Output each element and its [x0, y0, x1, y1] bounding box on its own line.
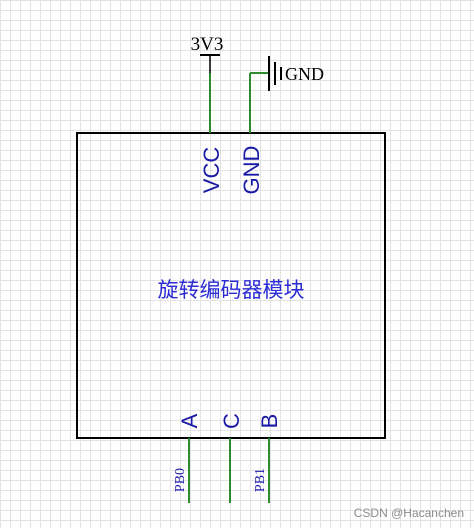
watermark: CSDN @Hacanchen [353, 506, 464, 520]
net-label-pb1: PB1 [253, 468, 268, 492]
module-title: 旋转编码器模块 [158, 278, 305, 302]
pin-label-c: C [219, 413, 244, 429]
pin-label-gnd: GND [239, 146, 264, 195]
net-label-pb0: PB0 [173, 468, 188, 492]
pin-label-a: A [177, 413, 202, 428]
pin-label-b: B [257, 414, 282, 429]
ground-label: GND [285, 64, 324, 84]
supply-label: 3V3 [191, 34, 224, 55]
pin-label-vcc: VCC [199, 147, 224, 194]
